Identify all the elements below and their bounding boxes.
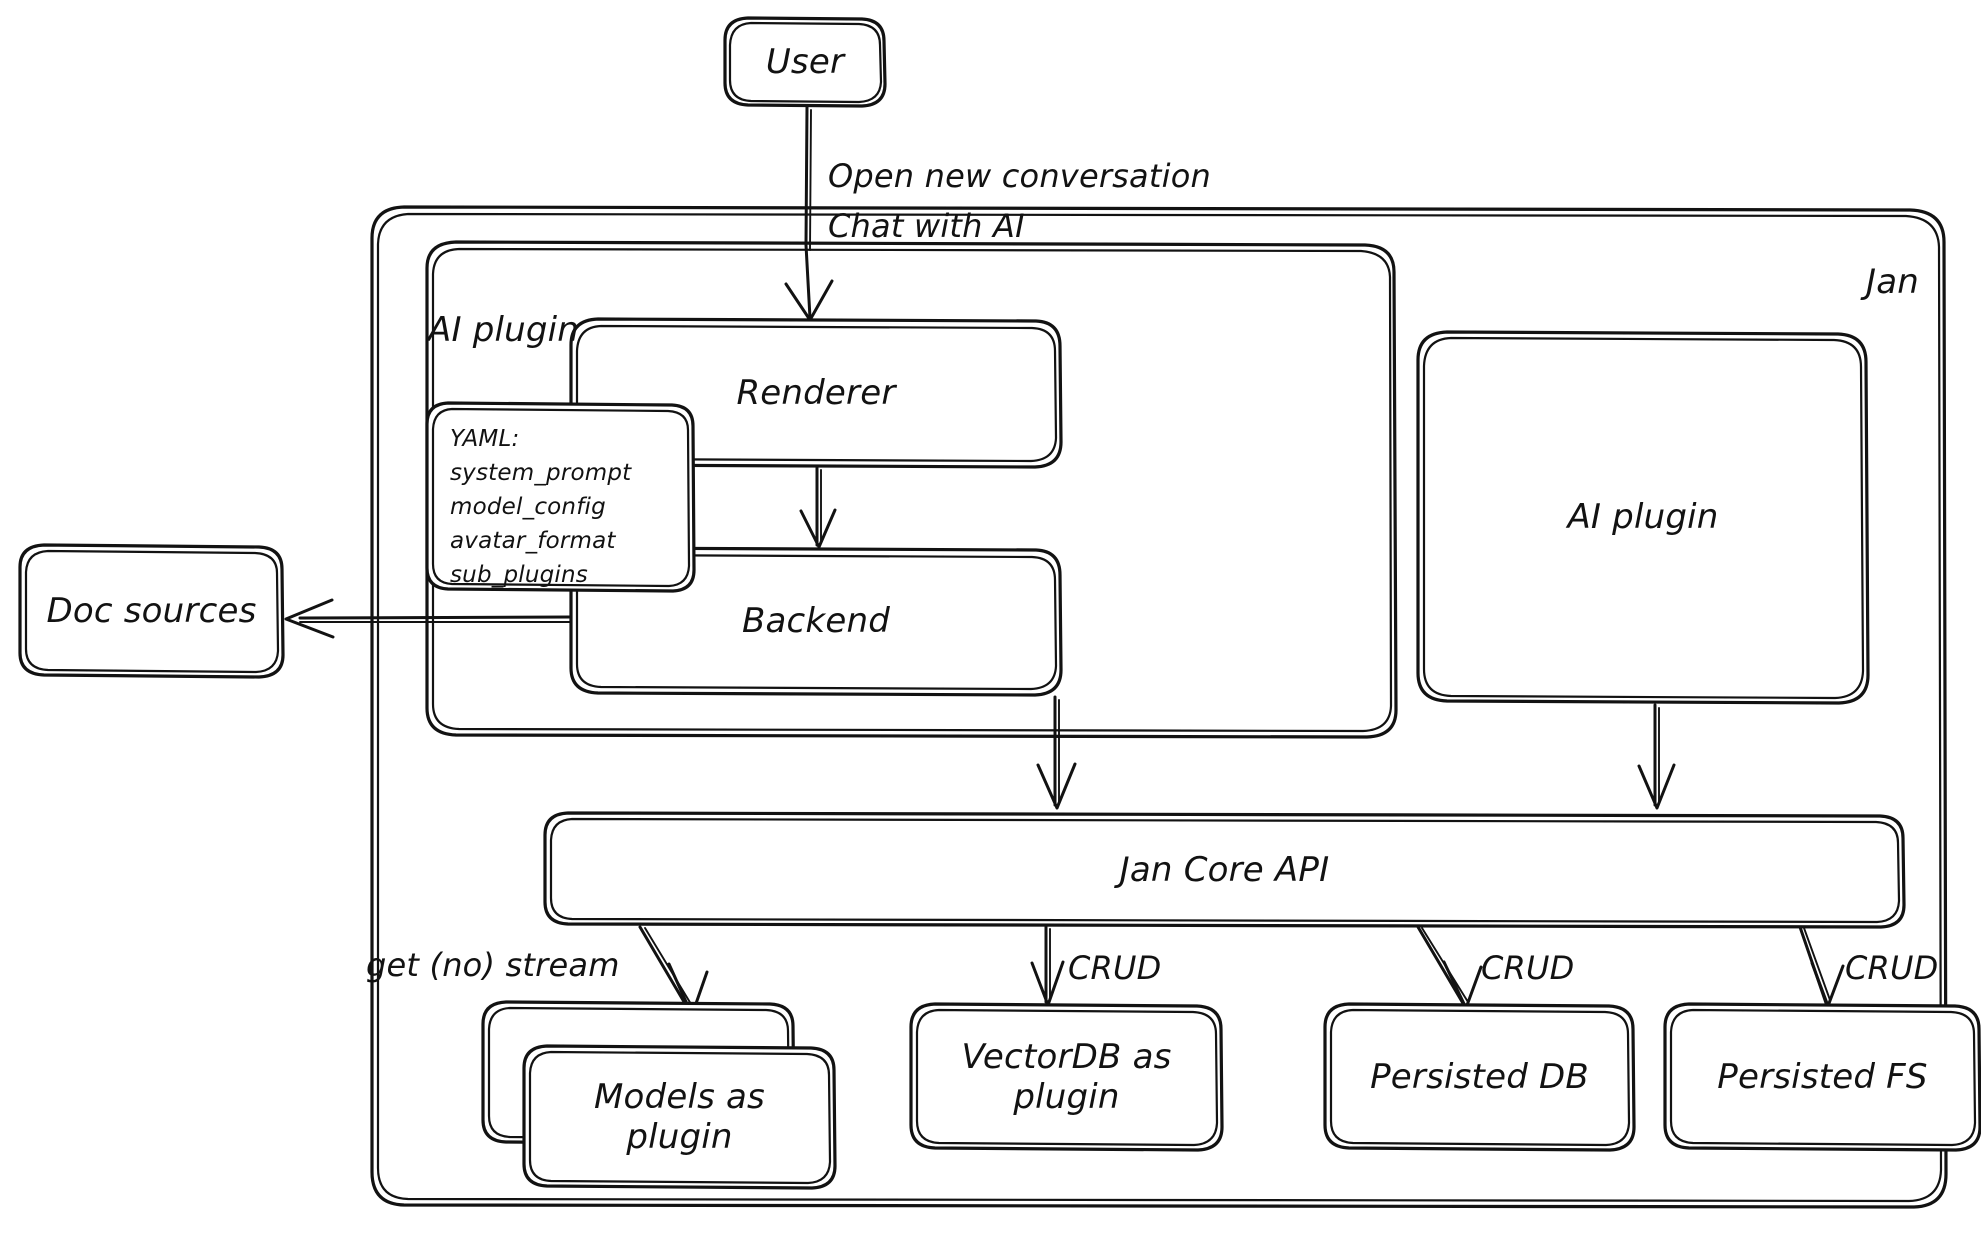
- container-label-jan: Jan: [1866, 262, 1920, 302]
- node-models-plugin[interactable]: [481, 1000, 837, 1190]
- edge-label-crud-persisted-db: CRUD: [1481, 949, 1575, 987]
- node-persisted-fs[interactable]: [1663, 1002, 1981, 1152]
- edge-label-crud-vectordb: CRUD: [1068, 949, 1162, 987]
- node-user[interactable]: [723, 16, 887, 108]
- edge-label-user-to-renderer-line1: Open new conversation: [828, 157, 1211, 195]
- node-label-jan-core-api: Jan Core API: [1119, 849, 1330, 890]
- edge-label-crud-persisted-fs: CRUD: [1845, 949, 1939, 987]
- node-label-doc-sources: Doc sources: [46, 590, 257, 631]
- edge-label-get-no-stream: get (no) stream: [366, 946, 620, 984]
- node-label-persisted-db: Persisted DB: [1370, 1056, 1589, 1097]
- edge-ai-plugin-to-core: [1637, 703, 1676, 810]
- node-label-models-plugin: Models as plugin: [594, 1076, 765, 1157]
- node-vectordb-plugin[interactable]: [909, 1002, 1224, 1152]
- node-label-user: User: [765, 41, 845, 82]
- edge-backend-to-doc-sources: [284, 598, 573, 639]
- node-yaml-config[interactable]: [425, 401, 696, 593]
- edge-renderer-to-backend: [799, 466, 837, 549]
- node-label-yaml-config: YAML: system_prompt model_config avatar_…: [450, 426, 632, 589]
- node-persisted-db[interactable]: [1323, 1002, 1636, 1152]
- edge-label-user-to-renderer-line2: Chat with AI: [828, 207, 1025, 245]
- node-label-renderer: Renderer: [736, 372, 896, 413]
- node-label-backend: Backend: [742, 601, 890, 642]
- edge-backend-to-core: [1036, 695, 1077, 810]
- container-label-ai-plugin-group: AI plugin: [428, 310, 580, 350]
- node-ai-plugin[interactable]: [1416, 330, 1870, 705]
- node-label-vectordb-plugin: VectorDB as plugin: [961, 1036, 1172, 1117]
- node-jan-core-api[interactable]: [543, 811, 1906, 929]
- node-label-persisted-fs: Persisted FS: [1717, 1056, 1928, 1097]
- node-label-ai-plugin: AI plugin: [1567, 497, 1719, 538]
- node-doc-sources[interactable]: [18, 543, 285, 679]
